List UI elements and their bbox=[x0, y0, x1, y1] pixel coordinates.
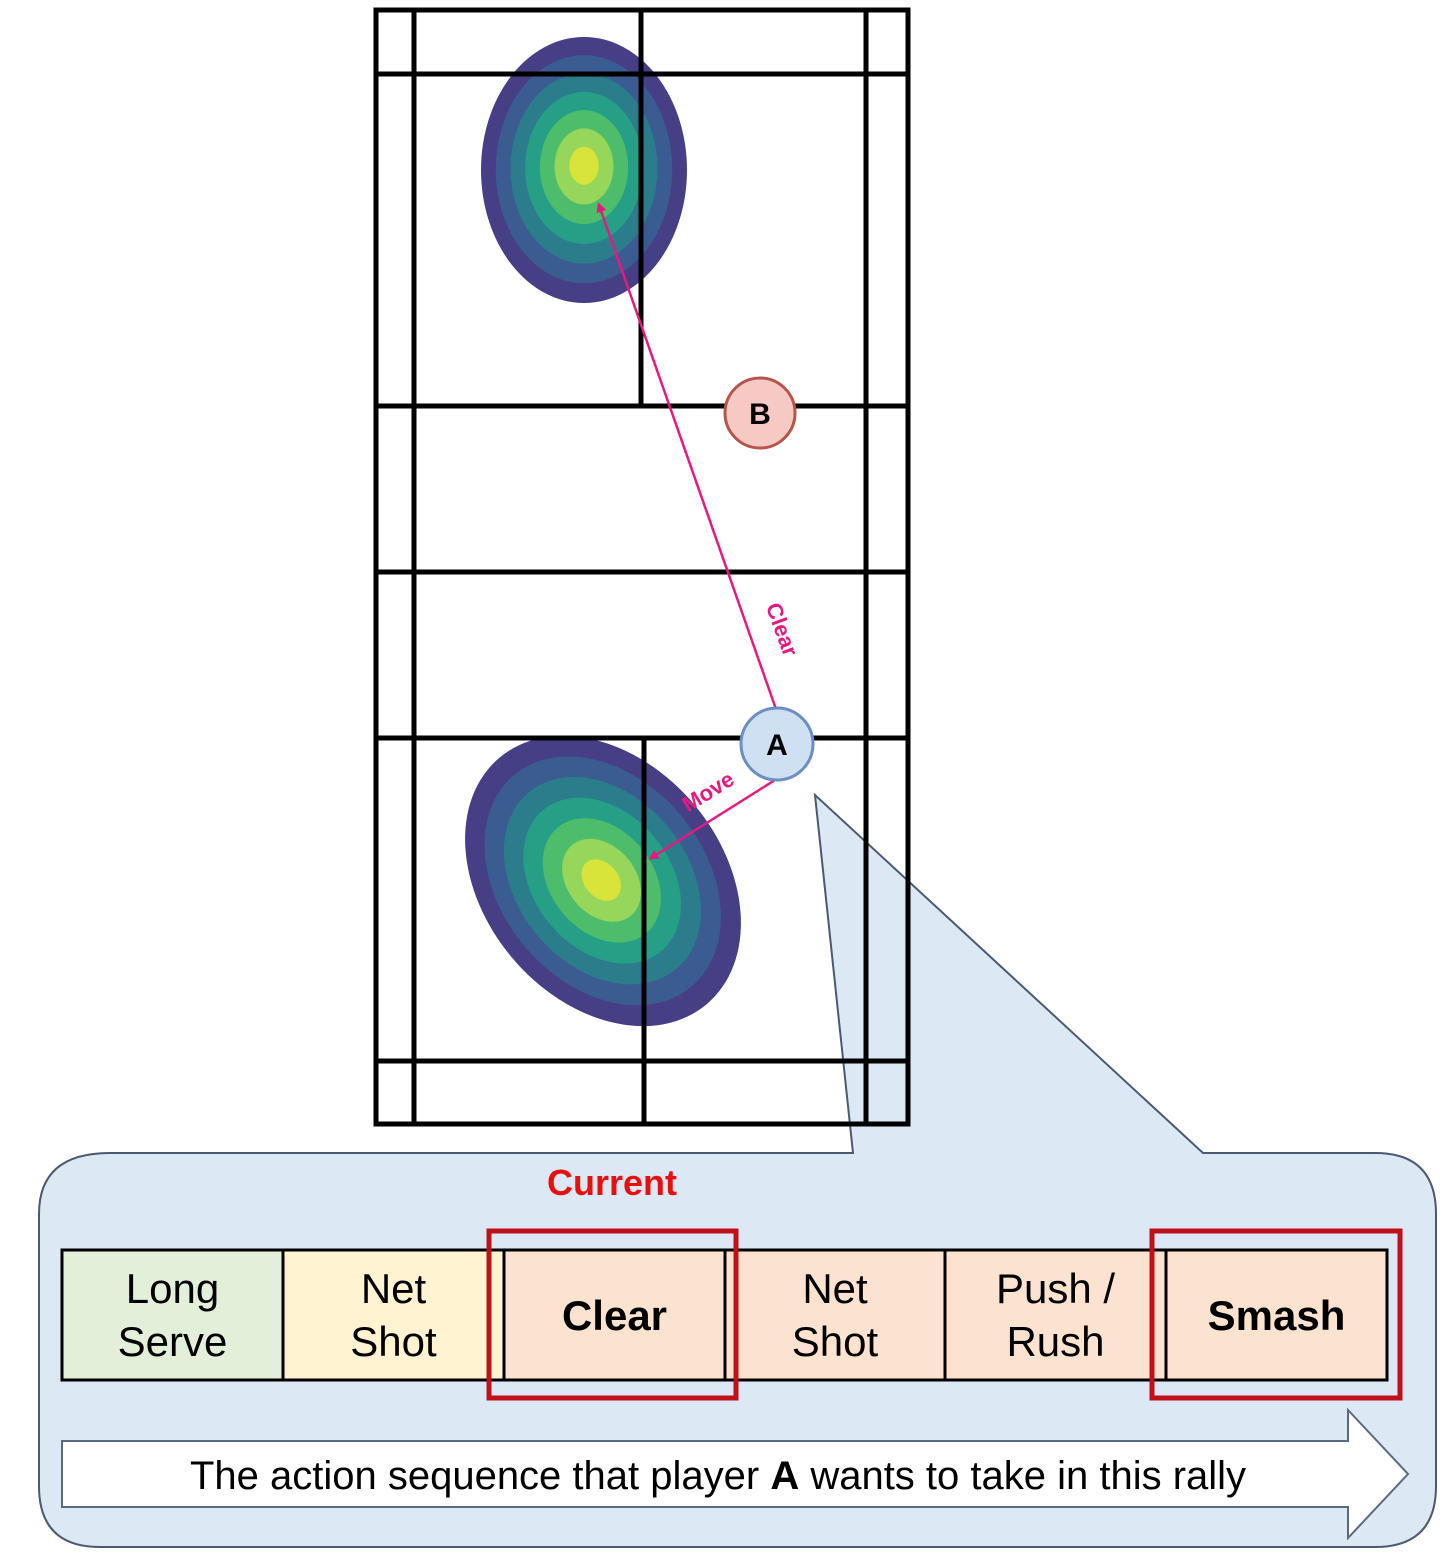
sequence-cell-2-label: Shot bbox=[350, 1318, 437, 1365]
current-label: Current bbox=[547, 1162, 677, 1203]
position-heatmap-bottom bbox=[465, 735, 741, 1027]
caption-player-name: A bbox=[770, 1454, 799, 1498]
sequence-cell-6-label: Smash bbox=[1208, 1292, 1346, 1339]
sequence-cell-3-label: Clear bbox=[562, 1292, 667, 1339]
sequence-cell-4-label: Shot bbox=[792, 1318, 879, 1365]
current-highlight-box bbox=[486, 1228, 739, 1401]
sequence-cell-1-label: Serve bbox=[118, 1318, 228, 1365]
caption-text-before: The action sequence that player bbox=[190, 1454, 770, 1498]
sequence-caption: The action sequence that player A wants … bbox=[190, 1454, 1246, 1498]
heatmap-ring bbox=[581, 859, 621, 901]
clear-arrow-label: Clear bbox=[761, 599, 803, 660]
player-a-label: A bbox=[766, 729, 788, 762]
clear-arrow bbox=[596, 202, 779, 713]
heatmap-ring bbox=[569, 146, 599, 185]
player-b-marker: B bbox=[723, 376, 797, 450]
goal-highlight-box bbox=[1149, 1228, 1403, 1401]
sequence-cell-5-label: Push / bbox=[996, 1265, 1115, 1312]
badminton-court bbox=[373, 7, 911, 1127]
player-b-label: B bbox=[749, 398, 771, 431]
move-arrow bbox=[648, 778, 776, 860]
sequence-cell-4-label: Net bbox=[802, 1265, 868, 1312]
player-a-marker: A bbox=[739, 706, 815, 782]
player-a-circle bbox=[739, 706, 815, 782]
player-b-circle bbox=[723, 376, 797, 450]
sequence-cell-1-label: Long bbox=[126, 1265, 219, 1312]
landing-heatmap-top bbox=[481, 37, 687, 303]
caption-text-after: wants to take in this rally bbox=[799, 1454, 1246, 1498]
sequence-cell-2 bbox=[281, 1248, 506, 1382]
sequence-direction-arrow bbox=[61, 1407, 1410, 1541]
sequence-cell-2-label: Net bbox=[361, 1265, 427, 1312]
sequence-cell-5-label: Rush bbox=[1006, 1318, 1104, 1365]
